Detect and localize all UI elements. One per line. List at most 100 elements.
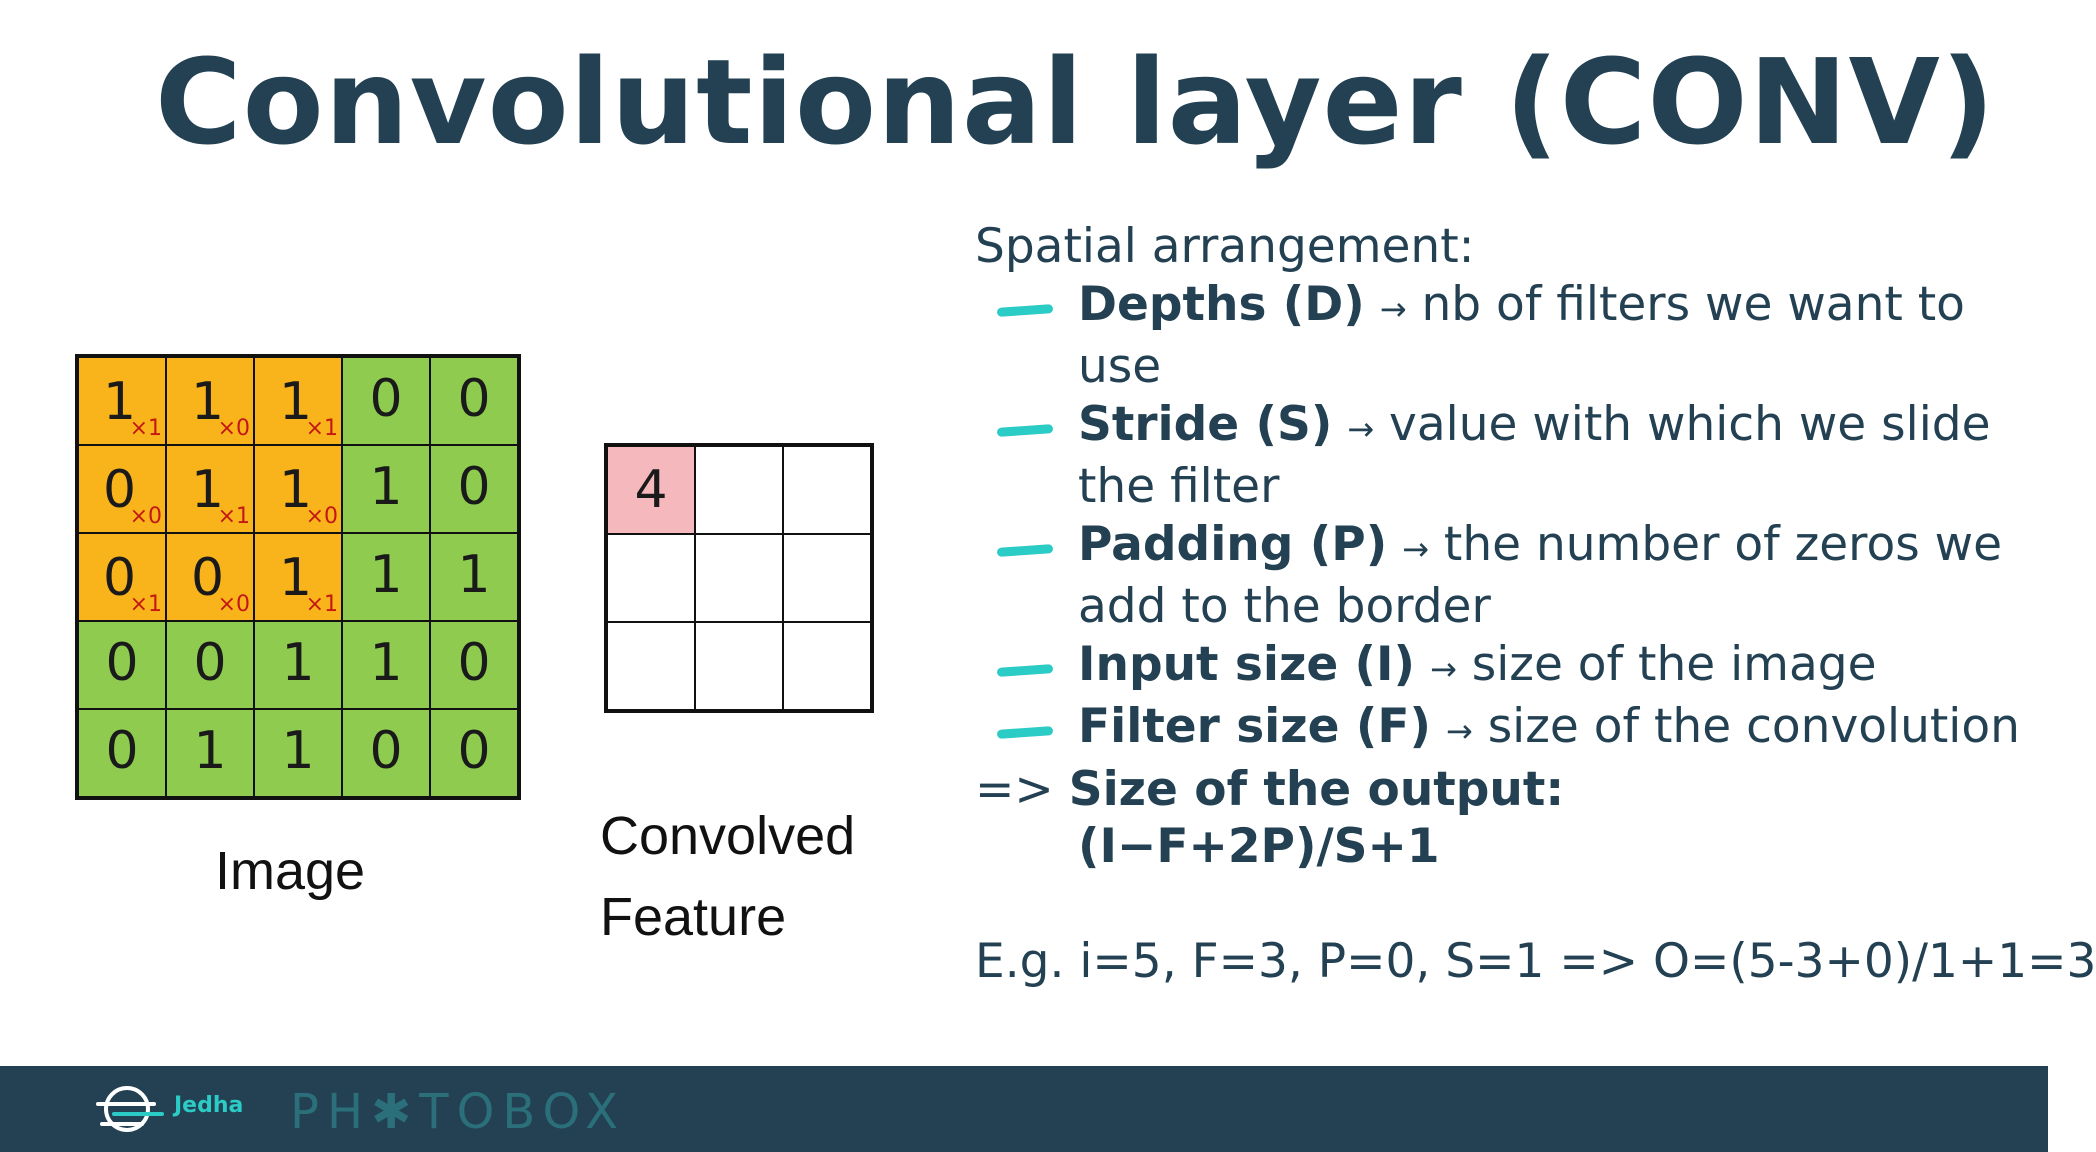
term: Padding (P) (1078, 516, 1388, 572)
image-cell: 1×1 (254, 533, 342, 621)
cell-value: 0 (457, 457, 491, 517)
convolved-cell (695, 534, 783, 622)
convolved-cell (607, 534, 695, 622)
example-line: E.g. i=5, F=3, P=0, S=1 => O=(5-3+0)/1+1… (975, 933, 2096, 989)
cell-value: 0 (457, 633, 491, 693)
cell-value: 1 (279, 548, 313, 608)
image-cell: 0 (430, 621, 518, 709)
image-cell: 0 (342, 357, 430, 445)
cell-value: 1 (191, 372, 225, 432)
arrow-icon: → (1402, 529, 1429, 568)
description-cont: add to the border (1078, 579, 1491, 634)
term: Filter size (F) (1078, 699, 1431, 754)
convolved-cell (695, 622, 783, 710)
logo-stroke-icon (96, 1102, 156, 1106)
convolved-cell (783, 446, 871, 534)
cell-value: 1 (369, 457, 403, 517)
kernel-weight: ×1 (305, 592, 338, 617)
cell-value: 0 (105, 721, 139, 781)
convolved-cell: 4 (607, 446, 695, 534)
image-cell: 1×1 (78, 357, 166, 445)
convolved-cell (783, 622, 871, 710)
image-cell: 0 (430, 445, 518, 533)
logo-stroke-icon (100, 1122, 144, 1126)
kernel-weight: ×0 (217, 592, 250, 617)
convolved-cell (695, 446, 783, 534)
arrow-icon: → (1379, 289, 1407, 328)
jedha-logo-icon (104, 1086, 150, 1132)
kernel-weight: ×1 (129, 416, 162, 441)
cell-value: 1 (281, 633, 315, 693)
convolved-feature-label: Convolved Feature (600, 796, 900, 958)
kernel-weight: ×0 (129, 504, 162, 529)
cell-value: 0 (103, 460, 137, 520)
photobox-logo: PH✱TOBOX (290, 1084, 627, 1140)
image-cell: 1 (254, 709, 342, 797)
term: Depths (D) (1078, 276, 1365, 332)
image-cell: 1×0 (254, 445, 342, 533)
description-cont: the filter (1078, 459, 1280, 514)
logo-stroke-icon (112, 1112, 164, 1116)
output-formula: (I−F+2P)/S+1 (975, 818, 2035, 876)
description-cont: use (1078, 339, 1162, 394)
cell-value: 1 (457, 545, 491, 605)
kernel-weight: ×0 (305, 504, 338, 529)
image-label: Image (215, 841, 366, 901)
convolved-label-line2: Feature (600, 887, 787, 947)
list-item-padding: Padding (P) → the number of zeros we add… (975, 516, 2035, 636)
footer-bar: Jedha PH✱TOBOX (0, 1066, 2048, 1152)
kernel-weight: ×1 (305, 416, 338, 441)
cell-value: 0 (369, 369, 403, 429)
bullet-dash-icon (996, 423, 1054, 437)
term: Stride (S) (1078, 396, 1333, 452)
image-cell: 0 (342, 709, 430, 797)
arrow-icon: → (1429, 649, 1457, 688)
image-cell: 1 (342, 621, 430, 709)
convolved-feature-grid: 4 (604, 443, 874, 713)
arrow-icon: → (1347, 409, 1375, 448)
cell-value: 0 (457, 369, 491, 429)
convolved-cell (607, 622, 695, 710)
image-cell: 0×0 (166, 533, 254, 621)
bullet-dash-icon (996, 543, 1054, 557)
image-cell: 0 (430, 357, 518, 445)
cell-value: 1 (279, 372, 313, 432)
description: size of the image (1471, 636, 1877, 692)
cell-value: 0 (457, 721, 491, 781)
description: the number of zeros we (1443, 516, 2002, 572)
formula-text: (I−F+2P)/S+1 (1078, 819, 1440, 874)
cell-value: 1 (279, 460, 313, 520)
convolved-cell (783, 534, 871, 622)
list-item-filter-size: Filter size (F) → size of the convolutio… (975, 698, 2035, 761)
cell-value: 1 (193, 721, 227, 781)
term: Input size (I) (1078, 636, 1416, 692)
cell-value: 0 (191, 548, 225, 608)
cell-value: 0 (103, 548, 137, 608)
bullet-dash-icon (996, 303, 1054, 317)
image-cell: 0 (78, 709, 166, 797)
spacer (975, 876, 2035, 933)
cell-value: 1 (103, 372, 137, 432)
explanation-text: Spatial arrangement: Depths (D) → nb of … (975, 218, 2096, 990)
bullet-dash-icon (996, 663, 1054, 677)
list-item-depth: Depths (D) → nb of filters we want to us… (975, 276, 2035, 396)
section-heading: Spatial arrangement: (975, 219, 1475, 274)
image-cell: 1×1 (166, 445, 254, 533)
list-item-stride: Stride (S) → value with which we slide t… (975, 396, 2035, 516)
description: value with which we slide (1389, 396, 1991, 452)
image-cell: 0 (78, 621, 166, 709)
convolved-label-line1: Convolved (600, 806, 856, 866)
cell-value: 1 (281, 721, 315, 781)
output-line: => Size of the output: (975, 761, 2035, 819)
image-cell: 1 (342, 445, 430, 533)
kernel-weight: ×0 (217, 416, 250, 441)
cell-value: 0 (105, 633, 139, 693)
bullet-dash-icon (996, 726, 1054, 739)
slide-title: Convolutional layer (CONV) (155, 33, 1996, 171)
output-prefix: => (975, 761, 1054, 817)
image-cell: 1 (342, 533, 430, 621)
kernel-weight: ×1 (217, 504, 250, 529)
image-cell: 1 (166, 709, 254, 797)
image-cell: 0×0 (78, 445, 166, 533)
